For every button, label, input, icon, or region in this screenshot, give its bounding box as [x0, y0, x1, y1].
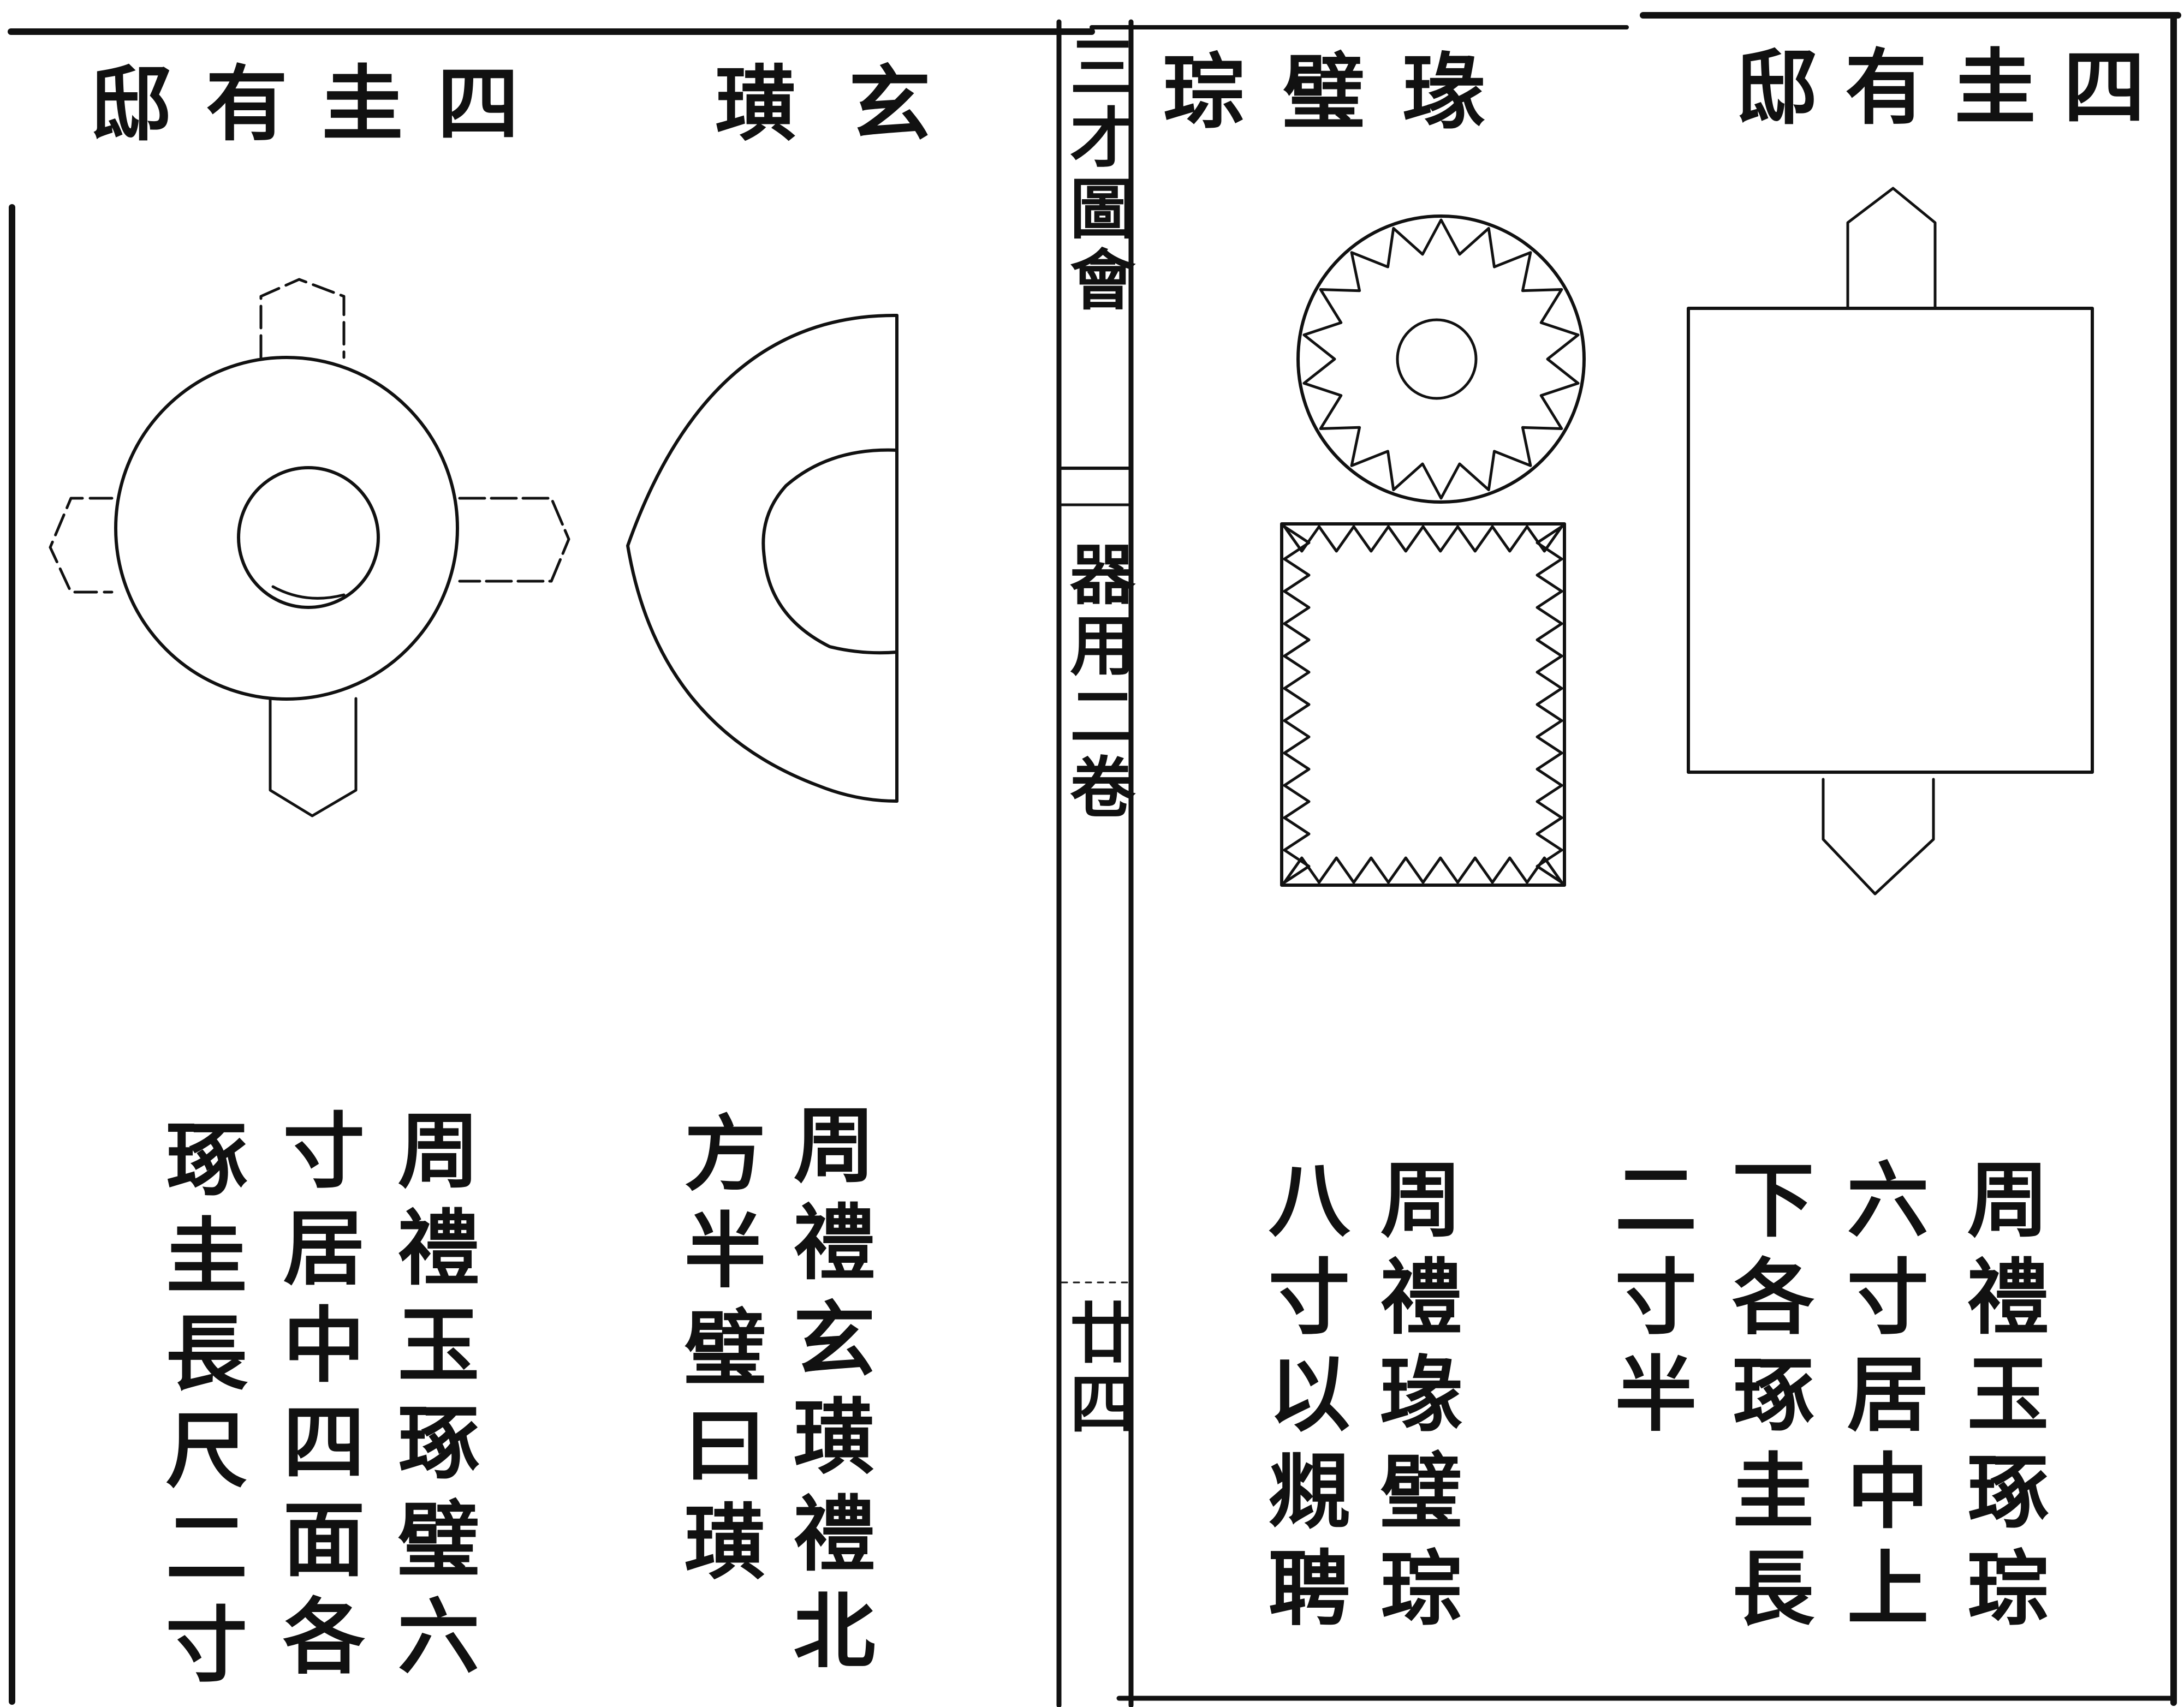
spine-section: 器用二卷 — [1058, 540, 1134, 824]
caption-sigui-right-col-3: 下各琢圭長 — [1718, 1157, 1813, 1643]
caption-xuanhuang-col-2: 方半璧曰璜 — [670, 1111, 765, 1596]
sigui-square-illustration — [1687, 187, 2094, 896]
caption-sigui-left-col-2: 寸居中四面各 — [269, 1108, 364, 1691]
spine-page-number: 廿四 — [1058, 1299, 1134, 1441]
zhuanbi-disc-illustration — [1296, 214, 1586, 504]
caption-sigui-left-col-1: 周禮玉琢璧六 — [384, 1108, 479, 1691]
caption-sigui-right-col-1: 周禮玉琢琮 — [1953, 1157, 2048, 1643]
right-heading-sigui: 四圭有邸 — [1736, 41, 2173, 136]
zhuancong-rect-illustration — [1280, 522, 1566, 887]
caption-zhuanbi-col-1: 周禮瑑璧琮 — [1366, 1157, 1461, 1643]
caption-xuanhuang-col-1: 周禮玄璜禮北 — [779, 1102, 874, 1685]
page-border — [8, 12, 2181, 1707]
caption-zhuanbi-col-2: 八寸以覜聘 — [1254, 1157, 1349, 1643]
spine-book-title: 三才圖會 — [1058, 33, 1134, 317]
left-heading-sigui: 四圭有邸 — [90, 57, 554, 152]
xuanhuang-illustration — [626, 313, 898, 803]
caption-sigui-left-col-3: 琢圭長尺二寸 — [152, 1116, 247, 1699]
caption-sigui-right-col-2: 六寸居中上 — [1833, 1157, 1928, 1643]
spine-dividers — [1060, 467, 1130, 1284]
caption-sigui-right-col-4: 二寸半 — [1601, 1157, 1696, 1448]
right-heading-zhuanbicong: 瑑璧琮 — [1163, 45, 1524, 140]
left-heading-xuanhuang: 玄璜 — [715, 57, 983, 152]
sigui-ring-illustration — [49, 278, 570, 817]
